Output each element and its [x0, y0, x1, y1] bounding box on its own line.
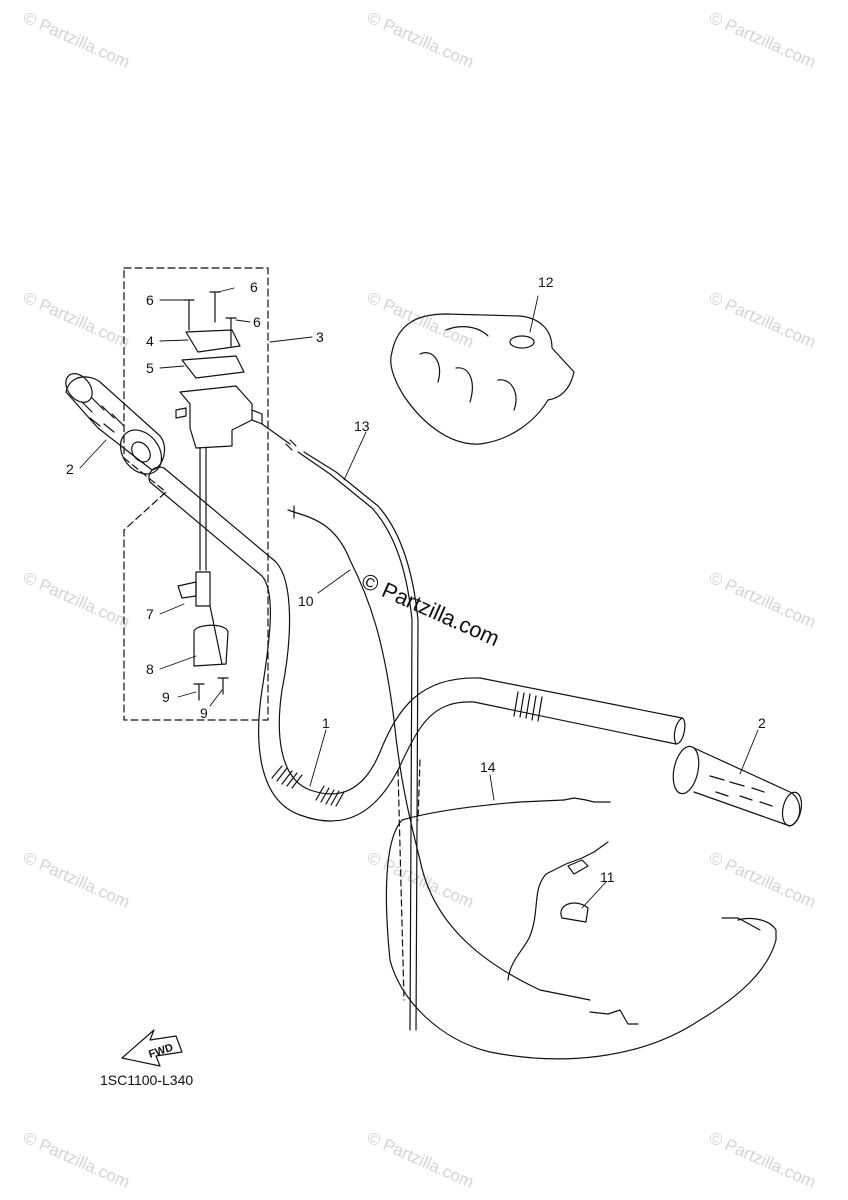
callout-2-right: 2 — [758, 715, 766, 731]
callout-7: 7 — [146, 606, 154, 622]
callout-13: 13 — [354, 418, 370, 434]
callout-2-left: 2 — [66, 461, 74, 477]
callout-8: 8 — [146, 661, 154, 677]
handlebar-cover — [390, 313, 575, 445]
callout-10: 10 — [298, 593, 314, 609]
callout-12: 12 — [538, 274, 554, 290]
left-grip — [65, 373, 166, 475]
callout-11: 11 — [600, 869, 615, 885]
leader-lines — [79, 287, 759, 909]
fwd-arrow-icon — [121, 1029, 183, 1067]
callout-9-right: 9 — [200, 705, 208, 721]
fwd-label: FWD — [147, 1042, 175, 1061]
brake-cable — [385, 797, 777, 1060]
clamp-cable — [507, 841, 761, 1025]
throttle-cable — [261, 423, 419, 1031]
callout-14: 14 — [480, 759, 496, 775]
callout-1: 1 — [322, 715, 330, 731]
callout-6-left: 6 — [146, 292, 154, 308]
callout-5: 5 — [146, 360, 154, 376]
callout-6-right: 6 — [253, 314, 261, 330]
callout-3: 3 — [316, 329, 324, 345]
right-grip — [672, 745, 803, 827]
callout-9-left: 9 — [162, 689, 170, 705]
screws — [183, 291, 237, 701]
callout-4: 4 — [146, 333, 154, 349]
choke-cable — [287, 505, 591, 1001]
diagram-code: 1SC1100-L340 — [100, 1072, 194, 1088]
throttle-housing — [175, 329, 263, 667]
handlebar — [148, 466, 686, 822]
callout-6-top: 6 — [250, 279, 258, 295]
